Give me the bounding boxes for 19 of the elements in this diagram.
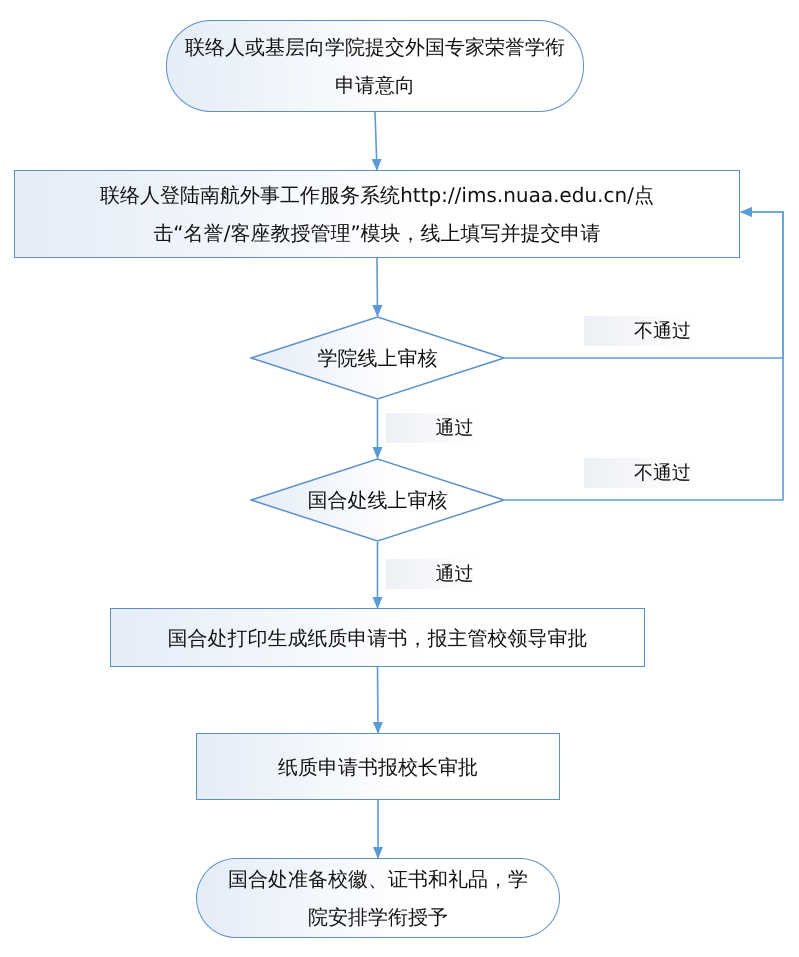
step-text: 国合处线上审核	[308, 487, 448, 514]
process-box	[196, 733, 560, 800]
step-text: 纸质申请书报校长审批	[278, 754, 478, 780]
step-text: 国合处准备校徽、证书和礼品，学院安排学衔授予	[228, 866, 528, 931]
step-text: 联络人登陆南航外事工作服务系统http://ims.nuaa.edu.cn/点击“名誉/客座教授管理”模块，线上填写并提交申请	[99, 182, 655, 247]
arrow	[372, 258, 382, 317]
arrow	[505, 207, 784, 501]
process-box	[110, 608, 645, 667]
decision-diamond	[250, 458, 505, 542]
arrow	[372, 542, 382, 609]
arrow	[373, 800, 383, 859]
step-text: 学院线上审核	[318, 345, 438, 372]
process-box	[14, 170, 740, 258]
step-text: 联络人或基层向学院提交外国专家荣誉学衔申请意向	[185, 34, 565, 99]
step-text: 国合处打印生成纸质申请书，报主管校领导审批	[168, 624, 588, 652]
arrow	[372, 667, 383, 734]
decision-diamond	[250, 316, 505, 400]
arrow	[372, 400, 382, 459]
arrow	[372, 112, 382, 171]
